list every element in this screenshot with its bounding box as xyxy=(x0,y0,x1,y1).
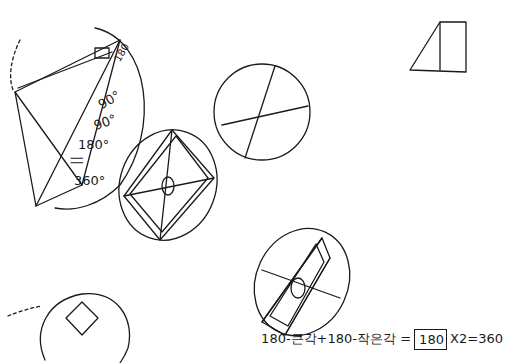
chord xyxy=(262,270,340,298)
formula-text: X2=360 xyxy=(450,332,503,346)
quadrilateral xyxy=(262,238,330,335)
circle-arc xyxy=(11,40,20,92)
angle-mark xyxy=(162,177,174,195)
diamond xyxy=(66,302,98,335)
circle xyxy=(237,213,367,352)
angle-note: 180 xyxy=(112,41,131,63)
angle-note: 180° xyxy=(78,138,109,152)
diagonal xyxy=(15,92,82,185)
boxed-number: 180 xyxy=(414,329,447,350)
angle-mark xyxy=(291,278,305,298)
quadrilateral xyxy=(130,136,208,232)
circle-arc xyxy=(55,28,144,209)
trapezoid xyxy=(410,22,466,72)
angle-note: 90° xyxy=(96,88,123,112)
circle xyxy=(214,64,310,160)
circle xyxy=(40,294,129,363)
boxed-value: 180 xyxy=(419,333,442,347)
diameter xyxy=(245,66,275,158)
circle xyxy=(104,116,233,254)
diagonal xyxy=(262,238,322,322)
diagonal xyxy=(124,178,214,196)
quadrilateral xyxy=(124,130,214,240)
formula-text: 180-큰각+180-작은각 = xyxy=(261,332,411,346)
angle-note: 360° xyxy=(74,174,105,188)
right-angle-mark xyxy=(95,48,109,58)
dashed-line xyxy=(8,306,42,316)
quadrilateral xyxy=(15,40,120,206)
angle-note: 90° xyxy=(92,112,119,133)
height-line xyxy=(439,22,440,70)
angle-note: || xyxy=(70,156,84,165)
diagonal xyxy=(285,258,330,335)
chord xyxy=(222,106,308,125)
